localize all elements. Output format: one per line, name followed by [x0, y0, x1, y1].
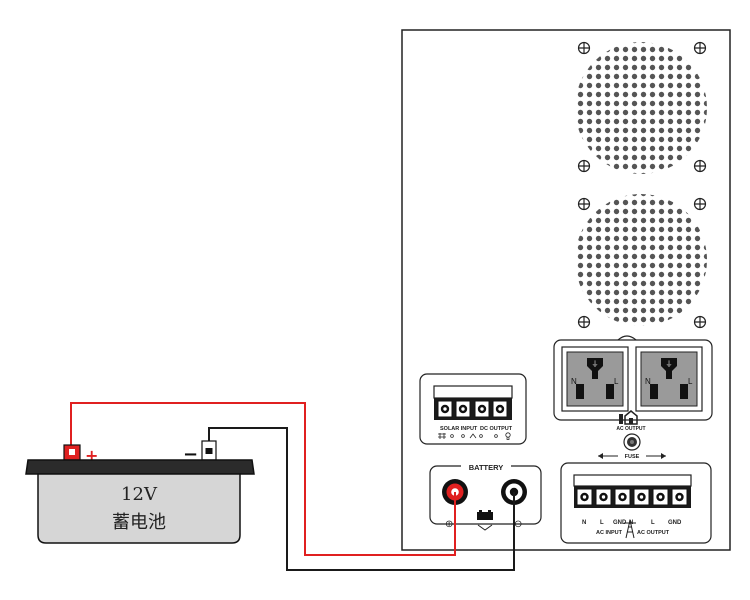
fuse-label: FUSE [625, 454, 640, 460]
screw-icon [693, 41, 707, 55]
terminal-screw[interactable] [455, 400, 471, 418]
terminal-screw[interactable] [671, 488, 688, 506]
socket-l-label: L [614, 377, 619, 386]
svg-text:⏚: ⏚ [592, 360, 599, 368]
battery-plus-symbol: ⊕ [445, 519, 453, 530]
terminal-screw[interactable] [576, 488, 593, 506]
solar-dc-panel: SOLAR INPUT DC OUTPUT [419, 373, 527, 445]
house-icon [619, 410, 638, 425]
screw-icon [577, 197, 591, 211]
lightbulb-icon [505, 432, 511, 440]
ac-output-icon-label: AC OUTPUT [616, 426, 645, 432]
cooling-fan-top [575, 41, 707, 174]
ac-terminal-panel: N L GND N L GND AC INPUT AC OUTPUT [560, 462, 712, 544]
negative-wire [208, 427, 515, 571]
ac-terminal-n1: N [582, 520, 586, 526]
terminal-screw[interactable] [474, 400, 490, 418]
battery: + − 12V 蓄电池 [25, 440, 255, 544]
terminal-screw[interactable] [614, 488, 631, 506]
battery-name: 蓄电池 [112, 512, 166, 533]
terminal-screw[interactable] [633, 488, 650, 506]
ac-input-label: AC INPUT [596, 530, 623, 536]
battery-voltage: 12V [121, 484, 158, 505]
ac-output-socket[interactable]: ⏚ N L [561, 346, 629, 412]
ac-output-label: AC OUTPUT [637, 530, 670, 536]
socket-n-label: N [645, 377, 651, 386]
terminal-screw[interactable] [652, 488, 669, 506]
battery-positive-post[interactable] [63, 444, 81, 461]
socket-n-label: N [571, 377, 577, 386]
battery-icon [477, 510, 493, 520]
cooling-fan-bottom [575, 194, 707, 329]
ac-terminal-gnd1: GND [613, 520, 627, 526]
socket-l-label: L [688, 377, 693, 386]
positive-wire [70, 402, 456, 556]
ac-socket-panel: ⏚ N L ⏚ N L [553, 335, 713, 421]
battery-negative-post[interactable] [201, 440, 217, 461]
screw-icon [577, 41, 591, 55]
battery-terminal-panel: BATTERY ⊕ ⊖ [429, 460, 542, 531]
screw-icon [577, 315, 591, 329]
solar-input-label: SOLAR INPUT [440, 426, 478, 432]
screw-icon [693, 197, 707, 211]
power-tower-icon [624, 519, 636, 539]
terminal-screw[interactable] [595, 488, 612, 506]
ac-terminal-gnd2: GND [668, 520, 682, 526]
svg-text:⏚: ⏚ [666, 360, 673, 368]
battery-minus-symbol: ⊖ [514, 519, 522, 530]
battery-panel-title: BATTERY [469, 463, 504, 472]
terminal-screw[interactable] [492, 400, 508, 418]
solar-panel-icon [438, 433, 446, 439]
ac-terminal-l2: L [651, 520, 655, 526]
screw-icon [693, 315, 707, 329]
dc-output-label: DC OUTPUT [480, 426, 513, 432]
screw-icon [577, 159, 591, 173]
ac-output-socket[interactable]: ⏚ N L [635, 346, 703, 412]
ac-terminal-l1: L [600, 520, 604, 526]
fuse-label-arrows: FUSE [598, 453, 666, 460]
fuse-holder[interactable] [623, 433, 641, 451]
screw-icon [693, 159, 707, 173]
terminal-screw[interactable] [437, 400, 453, 418]
